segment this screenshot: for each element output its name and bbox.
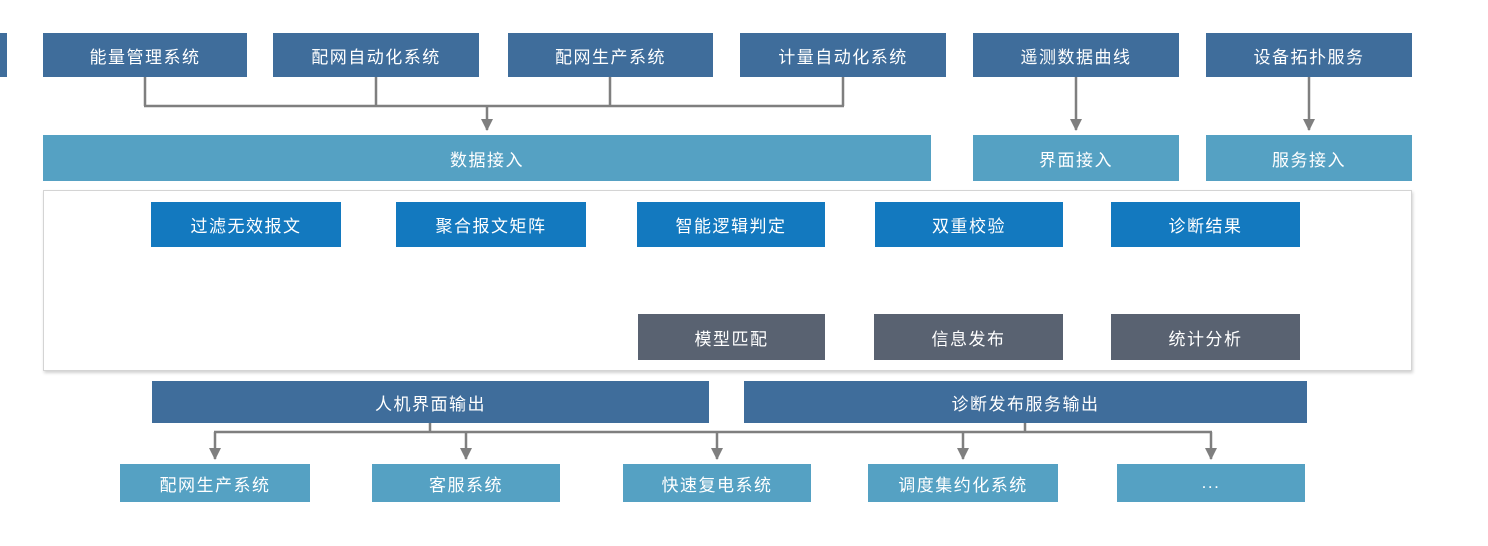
bar-ui-access: 界面接入 bbox=[973, 135, 1179, 181]
partial-source-box bbox=[0, 33, 7, 77]
node-device-topology-service: 设备拓扑服务 bbox=[1206, 33, 1412, 77]
step-aggregate-message-matrix: 聚合报文矩阵 bbox=[396, 202, 586, 247]
step-intelligent-logic-judgment: 智能逻辑判定 bbox=[637, 202, 825, 247]
bar-data-access: 数据接入 bbox=[43, 135, 931, 181]
result-info-publishing: 信息发布 bbox=[874, 314, 1063, 360]
node-ellipsis-more-systems: ... bbox=[1117, 464, 1305, 502]
bar-diagnosis-publish-service-output: 诊断发布服务输出 bbox=[744, 381, 1307, 423]
node-telemetry-data-curve: 遥测数据曲线 bbox=[973, 33, 1179, 77]
node-customer-service-system: 客服系统 bbox=[372, 464, 560, 502]
node-energy-management-system: 能量管理系统 bbox=[43, 33, 247, 77]
bar-hmi-output: 人机界面输出 bbox=[152, 381, 709, 423]
node-dispatch-centralization-system: 调度集约化系统 bbox=[868, 464, 1058, 502]
node-fast-power-restoration-system: 快速复电系统 bbox=[623, 464, 811, 502]
node-metering-automation-system: 计量自动化系统 bbox=[740, 33, 946, 77]
bar-service-access: 服务接入 bbox=[1206, 135, 1412, 181]
connector-sources-to-data-access bbox=[143, 77, 845, 131]
result-statistical-analysis: 统计分析 bbox=[1111, 314, 1300, 360]
step-diagnosis-result: 诊断结果 bbox=[1111, 202, 1300, 247]
result-model-matching: 模型匹配 bbox=[638, 314, 825, 360]
connector-outputs-to-systems bbox=[209, 423, 1217, 460]
step-filter-invalid-messages: 过滤无效报文 bbox=[151, 202, 341, 247]
node-distribution-automation-system: 配网自动化系统 bbox=[273, 33, 479, 77]
node-distribution-production-system: 配网生产系统 bbox=[508, 33, 713, 77]
step-double-verification: 双重校验 bbox=[875, 202, 1063, 247]
node-distribution-production-system-output: 配网生产系统 bbox=[120, 464, 310, 502]
